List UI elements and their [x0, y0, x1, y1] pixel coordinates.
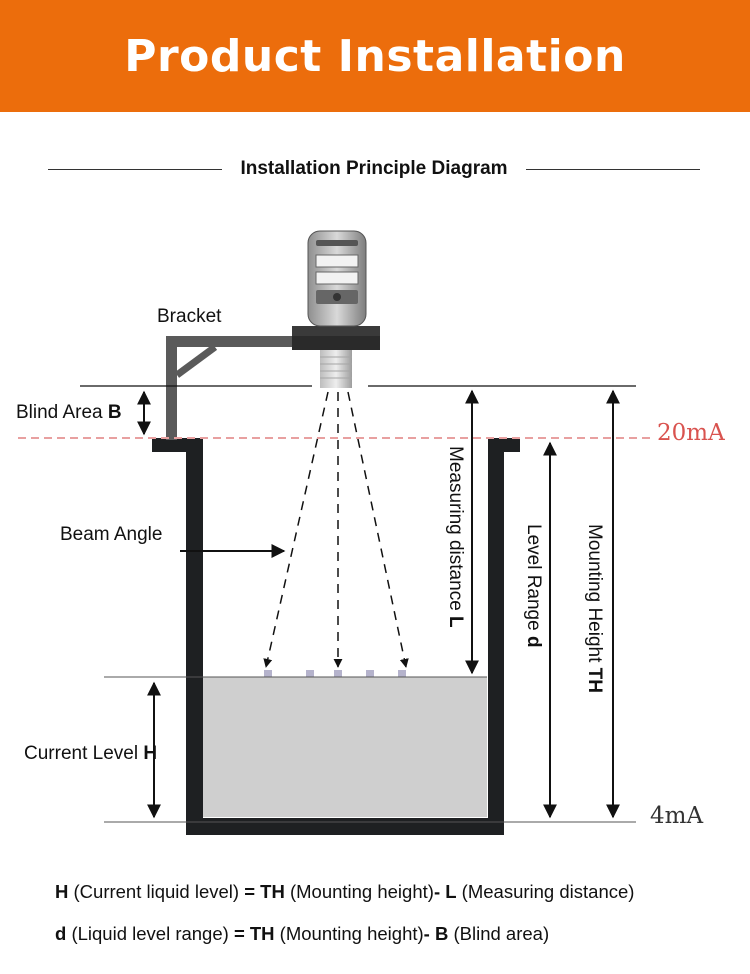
diagram-title: Installation Principle Diagram — [240, 158, 508, 179]
formula-level-range: d (Liquid level range) = TH (Mounting he… — [55, 923, 550, 944]
liquid — [203, 677, 487, 817]
title-rule-left — [48, 168, 223, 170]
signal-4ma-label: 4mA — [650, 803, 703, 829]
title-rule-right — [525, 168, 700, 170]
measuring-distance-label: Measuring distance L — [445, 446, 466, 628]
beam-angle-label: Beam Angle — [60, 524, 162, 545]
header-banner: Product Installation — [0, 0, 750, 112]
bracket-label: Bracket — [157, 306, 222, 327]
page-title: Product Installation — [124, 30, 626, 82]
formula-current-level: H (Current liquid level) = TH (Mounting … — [55, 881, 635, 902]
surface-dots — [264, 670, 406, 677]
level-range-label: Level Range d — [523, 524, 544, 648]
mounting-height-label: Mounting Height TH — [584, 524, 605, 693]
current-level-label: Current Level H — [24, 743, 157, 764]
bracket — [166, 326, 380, 440]
level-sensor — [307, 230, 367, 388]
blind-area-label: Blind Area B — [16, 402, 122, 423]
beam — [263, 391, 409, 668]
diagram-title-row: Installation Principle Diagram — [48, 152, 700, 186]
signal-20ma-label: 20mA — [657, 420, 725, 446]
